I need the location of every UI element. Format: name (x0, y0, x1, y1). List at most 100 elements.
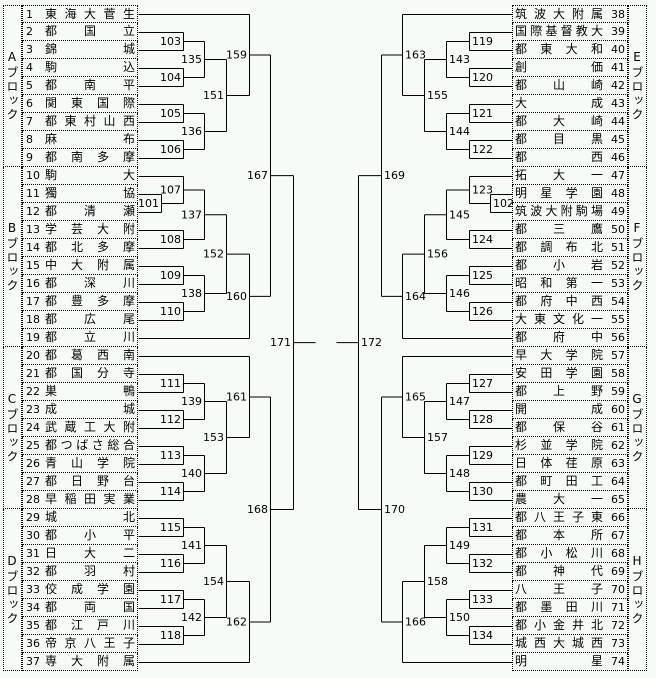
match-number: 109 (160, 269, 181, 282)
match-number: 136 (181, 125, 202, 138)
team-number: 4 (26, 61, 33, 74)
team-name: 都本所 (515, 528, 603, 542)
team-name: 都小平 (45, 528, 135, 542)
match-number: 147 (449, 395, 470, 408)
team-row: 25 都つばさ総合 (22, 437, 138, 455)
match-number: 121 (472, 107, 493, 120)
team-number: 39 (611, 25, 625, 38)
team-number: 61 (611, 421, 625, 434)
match-number: 172 (361, 336, 382, 349)
match-number: 134 (472, 629, 493, 642)
team-name: 関東国際 (45, 96, 135, 110)
team-name: 成城 (45, 402, 135, 416)
match-number: 119 (472, 35, 493, 48)
team-row: 城西大城西 73 (512, 635, 628, 653)
block-label-text: Aブロック (5, 50, 19, 122)
match-number: 168 (247, 503, 268, 516)
team-name: 都府中西 (515, 294, 603, 308)
match-number: 161 (226, 391, 247, 404)
team-name: 武蔵工大附 (45, 420, 135, 434)
team-number: 58 (611, 367, 625, 380)
match-number: 171 (270, 336, 291, 349)
block-label-text: Cブロック (5, 391, 19, 464)
team-number: 23 (26, 403, 40, 416)
team-row: 30 都小平 (22, 527, 138, 545)
match-number: 108 (160, 233, 181, 246)
team-number: 68 (611, 547, 625, 560)
team-number: 18 (26, 313, 40, 326)
match-number: 149 (449, 539, 470, 552)
team-number: 8 (26, 133, 33, 146)
team-name: 都保谷 (515, 420, 603, 434)
block-label: Fブロック (628, 167, 647, 347)
team-number: 24 (26, 421, 40, 434)
team-name: 都国立 (45, 24, 135, 38)
match-number: 150 (449, 611, 470, 624)
team-number: 64 (611, 475, 625, 488)
team-number: 74 (611, 655, 625, 668)
block-label-text: Bブロック (5, 220, 19, 293)
team-name: 城西大城西 (515, 636, 603, 650)
match-number: 143 (449, 53, 470, 66)
team-number: 47 (611, 169, 625, 182)
team-number: 52 (611, 259, 625, 272)
match-number: 112 (160, 413, 181, 426)
team-number: 15 (26, 259, 40, 272)
team-number: 30 (26, 529, 40, 542)
team-number: 26 (26, 457, 40, 470)
team-name: 早稲田実業 (45, 492, 135, 506)
block-label-text: Eブロック (630, 50, 644, 122)
team-number: 5 (26, 79, 33, 92)
team-name: 城北 (45, 510, 135, 524)
team-name: 都つばさ総合 (45, 438, 135, 452)
team-number: 41 (611, 61, 625, 74)
team-number: 40 (611, 43, 625, 56)
team-number: 54 (611, 295, 625, 308)
team-number: 16 (26, 277, 40, 290)
match-number: 144 (449, 125, 470, 138)
team-number: 7 (26, 115, 33, 128)
match-number: 142 (181, 611, 202, 624)
team-name: 都八王子東 (515, 510, 603, 524)
match-number: 107 (160, 184, 181, 197)
match-number: 118 (160, 629, 181, 642)
team-name: 都東村山西 (45, 114, 135, 128)
team-number: 25 (26, 439, 40, 452)
block-label: Aブロック (3, 5, 22, 167)
team-name: 佼成学園 (45, 582, 135, 596)
match-number: 114 (160, 485, 181, 498)
team-name: 筑波大附属 (515, 6, 603, 21)
team-name: 都府中 (515, 330, 603, 344)
team-name: 都小金井北 (515, 618, 603, 632)
match-number: 133 (472, 593, 493, 606)
match-number: 139 (181, 395, 202, 408)
match-number: 123 (472, 184, 493, 197)
match-number: 148 (449, 467, 470, 480)
team-row: 7 都東村山西 (22, 113, 138, 131)
team-name: 都東大和 (515, 42, 603, 56)
match-number: 141 (181, 539, 202, 552)
team-number: 73 (611, 637, 625, 650)
block-label: Hブロック (628, 509, 647, 671)
team-name: 日大二 (45, 546, 135, 560)
team-name: 都豊多摩 (45, 294, 135, 308)
team-number: 6 (26, 97, 33, 110)
